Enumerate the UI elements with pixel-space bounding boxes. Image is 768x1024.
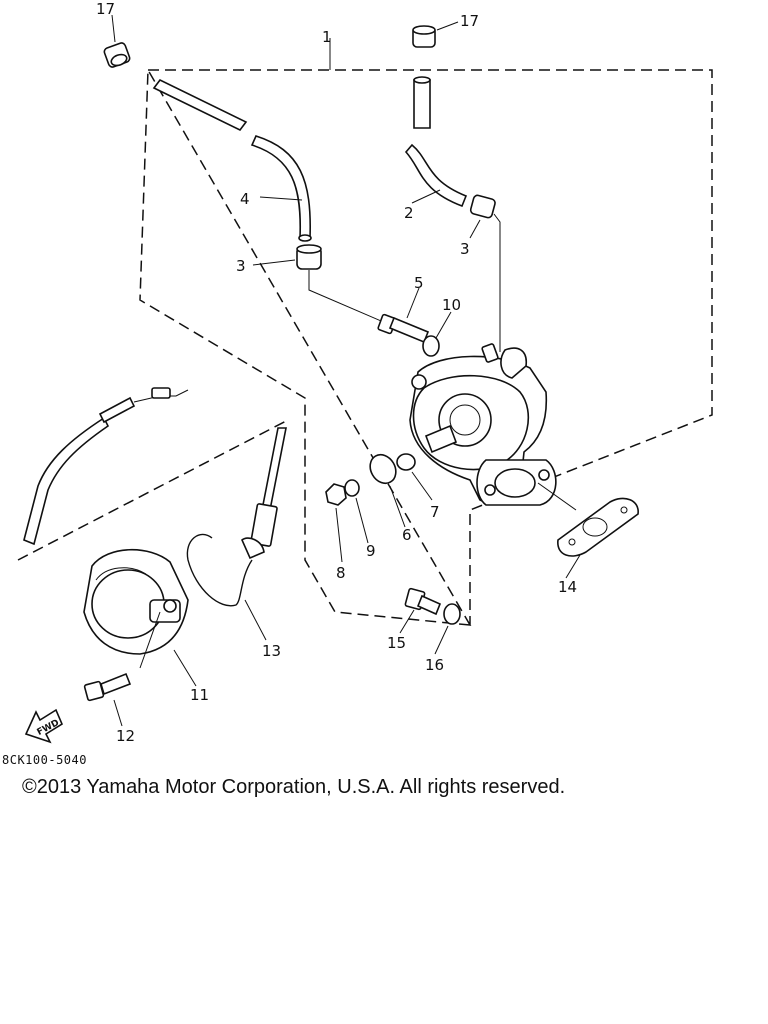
- washer-9: [344, 479, 360, 497]
- callout-11: 11: [190, 686, 209, 704]
- oil-line-13: [186, 427, 287, 607]
- leader-10: [435, 311, 452, 339]
- routing-line-right: [493, 213, 501, 352]
- assembly-boundary: [139, 67, 713, 626]
- bolt-5: [377, 313, 430, 344]
- washer-16: [443, 603, 461, 625]
- leader-5: [406, 287, 420, 319]
- fwd-arrow-icon: FWD: [24, 708, 64, 744]
- leader-11: [173, 649, 197, 687]
- leader-2: [411, 189, 441, 204]
- cover-11: [83, 548, 189, 655]
- clamp-3-left: [296, 244, 322, 270]
- clamp-3-right: [469, 194, 496, 219]
- washer-10: [422, 335, 440, 357]
- leader-16: [434, 625, 449, 655]
- callout-17-left: 17: [96, 0, 115, 18]
- callout-1: 1: [322, 28, 332, 46]
- copyright-notice: ©2013 Yamaha Motor Corporation, U.S.A. A…: [22, 776, 566, 798]
- callout-8: 8: [336, 564, 346, 582]
- gasket-14: [557, 497, 639, 557]
- callout-3-left: 3: [236, 257, 246, 275]
- callout-5: 5: [414, 274, 424, 292]
- leader-9: [355, 497, 369, 544]
- callout-15: 15: [387, 634, 406, 652]
- diagram-code: 8CK100-5040: [2, 753, 87, 767]
- leader-17-left: [111, 14, 116, 43]
- leader-14: [565, 554, 581, 579]
- oil-line-cable: [23, 387, 189, 546]
- exploded-view-diagram: FWD 1 2 3 3 4 5 6 7 8 9 10 11 12 13 14 1…: [17, 0, 713, 745]
- washer-7: [396, 453, 416, 471]
- hose-2: [404, 76, 468, 208]
- leader-3-left: [252, 259, 296, 266]
- leader-4: [259, 196, 303, 201]
- bolt-15: [404, 587, 442, 616]
- leader-3-right: [469, 219, 481, 239]
- leader-8: [335, 507, 343, 563]
- callout-4: 4: [240, 190, 250, 208]
- callout-16: 16: [425, 656, 444, 674]
- hose-4: [152, 78, 312, 242]
- leader-7: [411, 471, 433, 501]
- callout-6: 6: [402, 526, 412, 544]
- leader-13: [244, 599, 267, 641]
- callout-10: 10: [442, 296, 461, 314]
- leader-14-top: [537, 482, 577, 511]
- cap-17-left: [103, 42, 131, 68]
- leader-12: [113, 699, 123, 727]
- callout-17-right: 17: [460, 12, 479, 30]
- callout-3-right: 3: [460, 240, 470, 258]
- nut-8: [325, 483, 347, 506]
- callout-14: 14: [558, 578, 577, 596]
- leader-17-right: [436, 21, 459, 31]
- plate-6: [369, 453, 397, 485]
- callout-9: 9: [366, 542, 376, 560]
- leader-6: [389, 485, 406, 528]
- cap-17-right: [412, 25, 436, 48]
- callout-7: 7: [430, 503, 440, 521]
- callout-12: 12: [116, 727, 135, 745]
- callout-13: 13: [262, 642, 281, 660]
- leader-15: [399, 609, 415, 634]
- callout-2: 2: [404, 204, 414, 222]
- oil-pump-body: [409, 343, 557, 506]
- routing-line-11: [139, 611, 161, 669]
- bolt-12: [83, 672, 132, 702]
